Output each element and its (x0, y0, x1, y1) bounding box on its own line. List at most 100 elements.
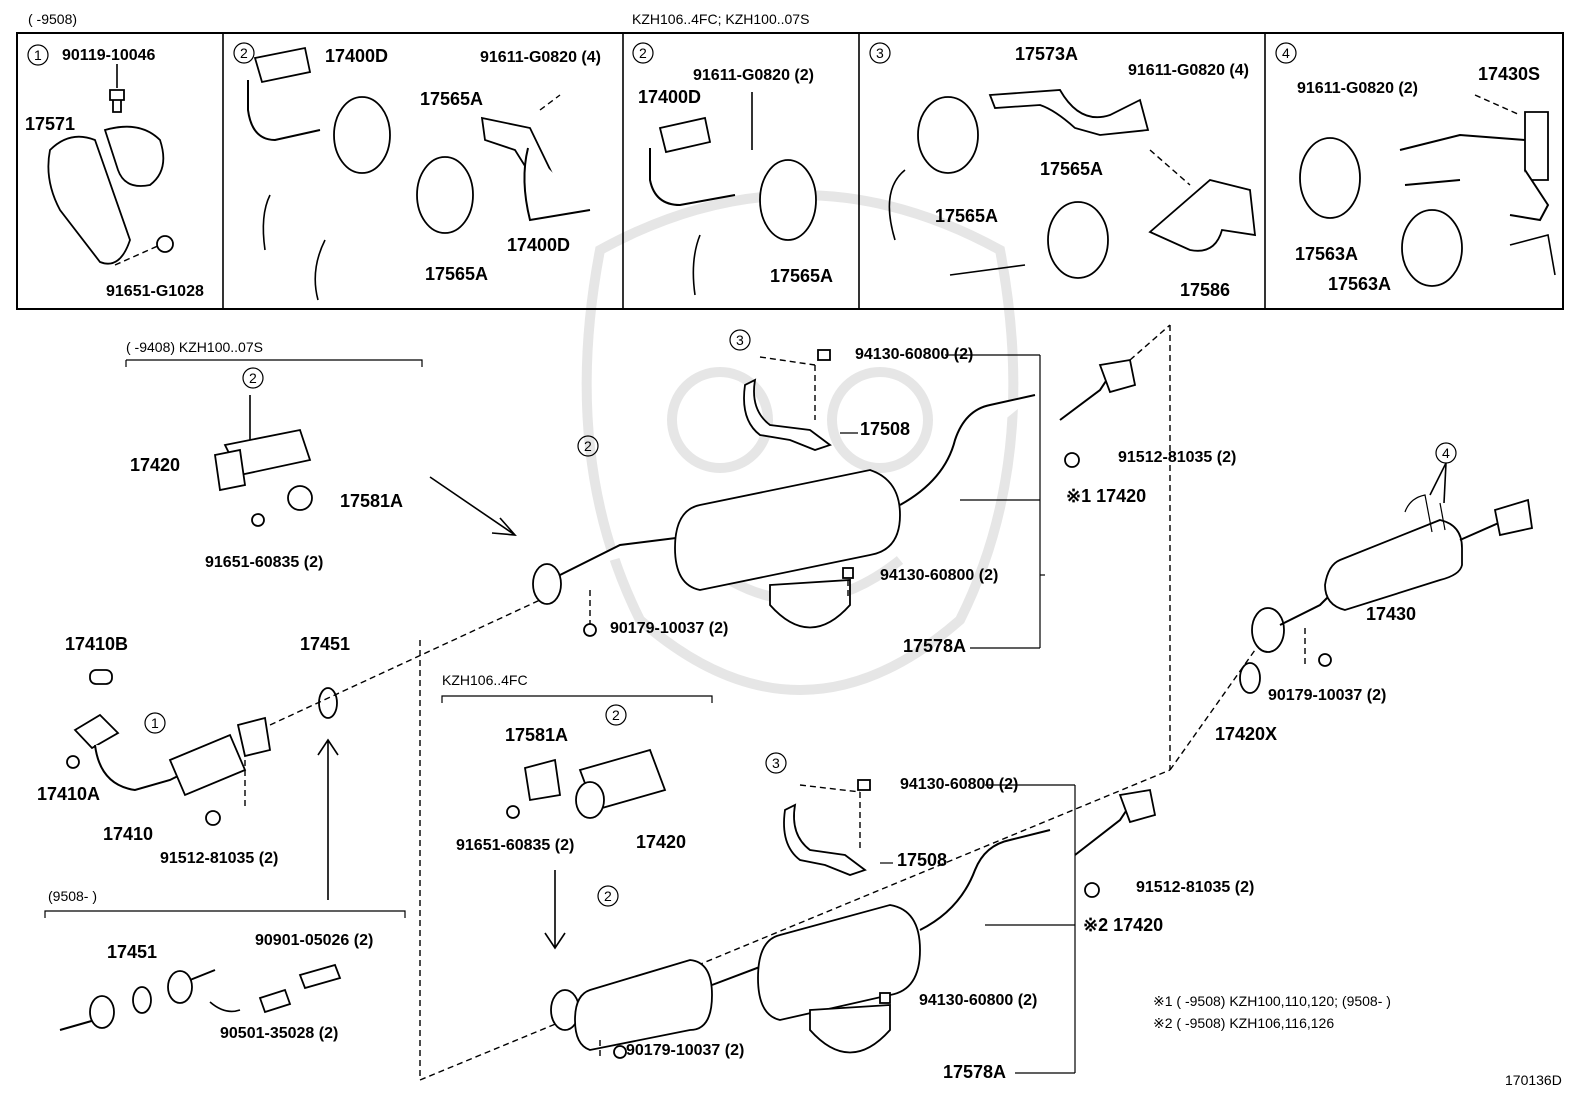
panel-2b: 2 91611-G0820 (2) 17400D 17565A (632, 42, 833, 296)
note-1: ※1 ( -9508) KZH100,110,120; (9508- ) (1153, 993, 1391, 1009)
muffler-upper (674, 469, 901, 591)
group-9408: ( -9408) KZH100..07S 2 17420 17581A 9165… (125, 339, 423, 571)
group-9508-caption: (9508- ) (48, 888, 97, 904)
panel-1-label-nut: 91651-G1028 (106, 283, 204, 300)
lower-label-91512: 91512-81035 (2) (1136, 879, 1254, 896)
hanger-17508-lower (783, 803, 867, 876)
hanger-17573a (988, 89, 1150, 136)
group-9408-label-17581a: 17581A (340, 491, 403, 511)
callout-1: 1 (151, 715, 159, 731)
nut-icon (156, 235, 174, 253)
rubber-mount-17563a-2 (1401, 209, 1463, 287)
lower-label-94130-b: 94130-60800 (2) (919, 992, 1037, 1009)
panel-2b-label-17565a: 17565A (770, 266, 833, 286)
panel-2a: 2 17400D 91611-G0820 (4) 17565A 17565A 1… (233, 42, 601, 301)
rubber-mount-17565a (333, 96, 391, 174)
group-4fc-caption: KZH106..4FC (442, 672, 528, 688)
note-2: ※2 ( -9508) KZH106,116,126 (1153, 1015, 1334, 1031)
rubber-mount-17565a-b (759, 159, 817, 241)
front-label-17410a: 17410A (37, 784, 100, 804)
group-4fc-label-17581a: 17581A (505, 725, 568, 745)
panel-2b-label-bolts: 91611-G0820 (2) (693, 67, 814, 84)
panel-2a-label-17400d: 17400D (325, 46, 388, 66)
group-9408-label-17420: 17420 (130, 455, 180, 475)
panel-2b-number: 2 (639, 45, 647, 61)
lower-label-94130-a: 94130-60800 (2) (900, 776, 1018, 793)
panel-3: 3 17573A 91611-G0820 (4) 17565A 17565A 1… (869, 42, 1257, 300)
panel-3-number: 3 (876, 45, 884, 61)
tail-label-90179: 90179-10037 (2) (1268, 687, 1386, 704)
hanger-17400d-b (658, 116, 712, 154)
arrow-icon (429, 476, 517, 536)
rubber-mount-17565a-c (917, 96, 979, 174)
panel-2b-label-17400d: 17400D (638, 87, 701, 107)
muffler-lower (757, 904, 921, 1021)
front-label-17410: 17410 (103, 824, 153, 844)
panel-3-label-17586: 17586 (1180, 280, 1230, 300)
panel-1-label-17571: 17571 (25, 114, 75, 134)
front-label-91512: 91512-81035 (2) (160, 850, 278, 867)
upper-label-90179: 90179-10037 (2) (610, 620, 728, 637)
panel-2a-label-17400d-bottom: 17400D (507, 235, 570, 255)
upper-label-17420: ※1 17420 (1066, 486, 1146, 506)
panel-3-label-17573a: 17573A (1015, 44, 1078, 64)
tail-label-17430: 17430 (1366, 604, 1416, 624)
arrow-icon-down (544, 870, 566, 950)
group-4fc-label-nut: 91651-60835 (2) (456, 837, 574, 854)
diagram-code: 170136D (1505, 1072, 1562, 1088)
group-9508-label-17451: 17451 (107, 942, 157, 962)
rubber-mount-17565a-d (1047, 201, 1109, 279)
muffler-lower-front (574, 959, 713, 1051)
bracket-17430s (1524, 111, 1549, 181)
panel-2a-label-17565a-bottom: 17565A (425, 264, 488, 284)
flange-upper (532, 563, 562, 605)
tail-label-17420x: 17420X (1215, 724, 1277, 744)
panel-2a-label-bolts: 91611-G0820 (4) (480, 49, 601, 66)
upper-label-94130-a: 94130-60800 (2) (855, 346, 973, 363)
group-4fc-label-17420: 17420 (636, 832, 686, 852)
front-label-17410b: 17410B (65, 634, 128, 654)
muffler-17430 (1324, 519, 1463, 611)
group-9508: (9508- ) 17451 90901-05026 (2) 90501-350… (44, 888, 406, 1042)
panel-4: 4 91611-G0820 (2) 17430S 17563A 17563A (1275, 42, 1556, 294)
main-lower: 3 2 94130-60800 (2) 17508 91512-81035 (2… (419, 640, 1254, 1082)
panel-1: 1 90119-10046 17571 91651-G1028 (25, 44, 204, 300)
callout-2-lower: 2 (604, 888, 612, 904)
callout-3-lower: 3 (772, 755, 780, 771)
nut-94130-upper (817, 349, 831, 361)
panel-4-label-bolts: 91611-G0820 (2) (1297, 80, 1418, 97)
callout-2-9408: 2 (249, 370, 257, 386)
hanger-17586 (1148, 179, 1257, 252)
clamp-17571 (103, 125, 165, 187)
panel-2a-label-17565a-top: 17565A (420, 89, 483, 109)
front-label-17451: 17451 (300, 634, 350, 654)
group-9508-label-90501: 90501-35028 (2) (220, 1025, 338, 1042)
header-center: KZH106..4FC; KZH100..07S (632, 11, 809, 27)
hanger-17508-upper (743, 378, 832, 451)
panel-4-number: 4 (1282, 45, 1290, 61)
panel-3-label-17565a-b: 17565A (1040, 159, 1103, 179)
group-9408-caption: ( -9408) KZH100..07S (126, 339, 263, 355)
bracket-17571 (47, 135, 131, 265)
panel-1-number: 1 (34, 47, 42, 63)
bolt-icon (109, 89, 125, 113)
hanger-17400d (253, 46, 312, 84)
upper-label-17508: 17508 (860, 419, 910, 439)
main-upper: 2 3 94130-60800 (2) 17508 91512-81035 (2… (429, 324, 1236, 770)
callout-2-4fc: 2 (612, 707, 620, 723)
upper-label-91512: 91512-81035 (2) (1118, 449, 1236, 466)
group-9408-label-nut: 91651-60835 (2) (205, 554, 323, 571)
tail-pipe: 4 17430 90179-10037 (2) 17420X (1169, 442, 1534, 771)
callout-4: 4 (1442, 445, 1450, 461)
panel-2a-number: 2 (240, 45, 248, 61)
front-pipe: 17410B 17451 17410A 17410 91512-81035 (2… (37, 599, 541, 900)
lower-label-17578a: 17578A (943, 1062, 1006, 1082)
callout-2-upper: 2 (584, 438, 592, 454)
rubber-mount-17563a (1299, 137, 1361, 219)
lower-label-17508: 17508 (897, 850, 947, 870)
upper-label-17578a: 17578A (903, 636, 966, 656)
upper-label-94130-b: 94130-60800 (2) (880, 567, 998, 584)
rubber-mount-17565a-2 (416, 156, 474, 234)
panel-3-label-bolts: 91611-G0820 (4) (1128, 62, 1249, 79)
